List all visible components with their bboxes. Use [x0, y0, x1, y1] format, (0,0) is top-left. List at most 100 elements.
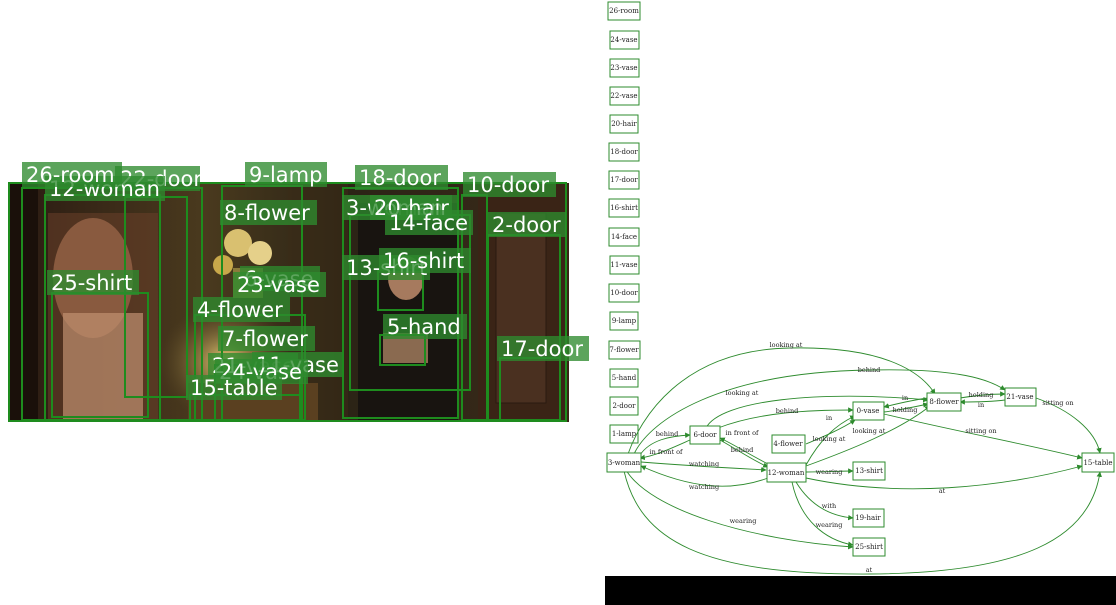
label-2-door: 2-door	[488, 212, 566, 237]
edge-8-flower-holding-21-vase	[959, 391, 1006, 399]
node-16-shirt: 16-shirt	[608, 198, 640, 218]
edge-label: wearing	[816, 468, 843, 476]
node-21-vase: 21-vase	[1004, 387, 1037, 407]
node-8-flower: 8-flower	[926, 392, 962, 412]
svg-text:2-door: 2-door	[492, 213, 561, 237]
node-15-table: 15-table	[1081, 452, 1115, 473]
node-2-door: 2-door	[609, 396, 639, 416]
svg-text:21-vase: 21-vase	[1006, 393, 1033, 401]
svg-text:7-flower: 7-flower	[222, 327, 308, 351]
edge-6-door-behind-12-woman	[719, 439, 769, 468]
svg-text:6-door: 6-door	[693, 431, 717, 439]
svg-text:24-vase: 24-vase	[610, 36, 637, 44]
edge-6-door-looking-at-8-flower	[705, 395, 929, 429]
label-23-vase: 23-vase	[233, 272, 326, 297]
node-10-door: 10-door	[608, 283, 640, 303]
edge-label: looking at	[853, 427, 886, 435]
svg-text:7-flower: 7-flower	[609, 346, 639, 354]
node-4-flower: 4-flower	[771, 434, 806, 454]
edge-8-flower-in-0-vase	[883, 397, 929, 409]
svg-text:26-room: 26-room	[26, 163, 115, 187]
label-10-door: 10-door	[463, 172, 556, 197]
svg-text:25-shirt: 25-shirt	[855, 543, 883, 551]
svg-text:17-door: 17-door	[501, 337, 583, 361]
label-26-room: 26-room	[22, 162, 122, 187]
edge-label: in	[826, 414, 832, 422]
node-13-shirt: 13-shirt	[852, 461, 886, 481]
svg-text:4-flower: 4-flower	[773, 440, 803, 448]
node-6-door: 6-door	[689, 425, 721, 445]
svg-text:3-woman: 3-woman	[608, 459, 641, 467]
node-26-room: 26-room	[607, 1, 641, 21]
node-12-woman: 12-woman	[766, 462, 807, 483]
node-20-hair: 20-hair	[609, 114, 639, 134]
edge-12-woman-in-front-of-6-door	[719, 437, 771, 466]
edge-0-vase-holding-8-flower	[883, 402, 929, 413]
edge-3-woman-wearing-25-shirt	[625, 469, 854, 550]
edge-12-woman-wearing-25-shirt	[791, 481, 854, 547]
node-23-vase: 23-vase	[609, 58, 640, 78]
svg-text:19-hair: 19-hair	[855, 514, 881, 522]
svg-text:17-door: 17-door	[610, 176, 638, 184]
label-17-door: 17-door	[497, 336, 589, 361]
label-16-shirt: 16-shirt	[379, 248, 471, 273]
edge-label: wearing	[816, 521, 843, 529]
svg-text:9-lamp: 9-lamp	[612, 317, 637, 325]
svg-text:8-flower: 8-flower	[224, 201, 310, 225]
edge-3-woman-at-15-table	[623, 470, 1102, 575]
node-14-face: 14-face	[608, 227, 640, 247]
svg-text:5-hand: 5-hand	[612, 374, 637, 382]
svg-text:10-door: 10-door	[467, 173, 549, 197]
svg-text:10-door: 10-door	[610, 289, 638, 297]
edge-12-woman-wearing-13-shirt	[805, 468, 854, 474]
edge-12-woman-watching-3-woman	[640, 465, 769, 487]
node-18-door: 18-door	[608, 142, 640, 162]
edge-label: with	[822, 502, 836, 510]
svg-text:16-shirt: 16-shirt	[610, 204, 638, 212]
edge-label: watching	[689, 483, 719, 491]
edge-label: at	[866, 566, 873, 574]
svg-text:23-vase: 23-vase	[610, 64, 637, 72]
svg-text:0-vase: 0-vase	[857, 407, 880, 415]
edge-6-door-in-front-of-3-woman	[639, 439, 691, 461]
edge-label: in	[978, 401, 984, 409]
edge-3-woman-watching-12-woman	[640, 461, 767, 473]
edge-6-door-behind-0-vase	[717, 407, 854, 429]
edge-label: watching	[689, 460, 719, 468]
node-1-lamp: 1-lamp	[609, 424, 639, 444]
node-24-vase: 24-vase	[609, 30, 640, 50]
graph-edges: looking at behind looking at behind behi…	[623, 341, 1102, 575]
black-bar	[605, 576, 1116, 605]
isolated-nodes: 26-room 24-vase 23-vase 22-vase 20-hair …	[607, 1, 641, 444]
edge-label: behind	[776, 407, 799, 415]
edge-12-woman-with-19-hair	[795, 481, 854, 521]
edge-label: sitting on	[1042, 399, 1073, 407]
label-24-vase: 24-vase	[215, 359, 308, 384]
node-9-lamp: 9-lamp	[609, 311, 639, 331]
node-0-vase: 0-vase	[852, 401, 885, 421]
svg-text:8-flower: 8-flower	[929, 398, 959, 406]
edge-label: in front of	[650, 448, 684, 456]
svg-text:1-lamp: 1-lamp	[612, 430, 637, 438]
svg-text:9-lamp: 9-lamp	[249, 163, 322, 187]
node-25-shirt: 25-shirt	[852, 537, 886, 557]
edge-label: behind	[858, 366, 881, 374]
edge-12-woman-at-15-table	[805, 464, 1083, 490]
edge-label: at	[939, 487, 946, 495]
node-19-hair: 19-hair	[852, 508, 885, 528]
bbox-labels: 22-door 12-woman 26-room 9-lamp 18-door …	[22, 162, 589, 400]
label-7-flower: 7-flower	[218, 326, 315, 351]
svg-text:18-door: 18-door	[610, 148, 638, 156]
edge-21-vase-in-8-flower	[959, 399, 1006, 405]
svg-text:20-hair: 20-hair	[611, 120, 637, 128]
edge-label: wearing	[730, 517, 757, 525]
edge-label: in	[902, 394, 908, 402]
edge-label: behind	[731, 446, 754, 454]
edge-4-flower-looking-at-0-vase	[805, 419, 856, 445]
label-18-door: 18-door	[355, 165, 448, 190]
label-4-flower: 4-flower	[193, 297, 290, 322]
svg-text:25-shirt: 25-shirt	[51, 271, 132, 295]
svg-text:14-face: 14-face	[611, 233, 637, 241]
